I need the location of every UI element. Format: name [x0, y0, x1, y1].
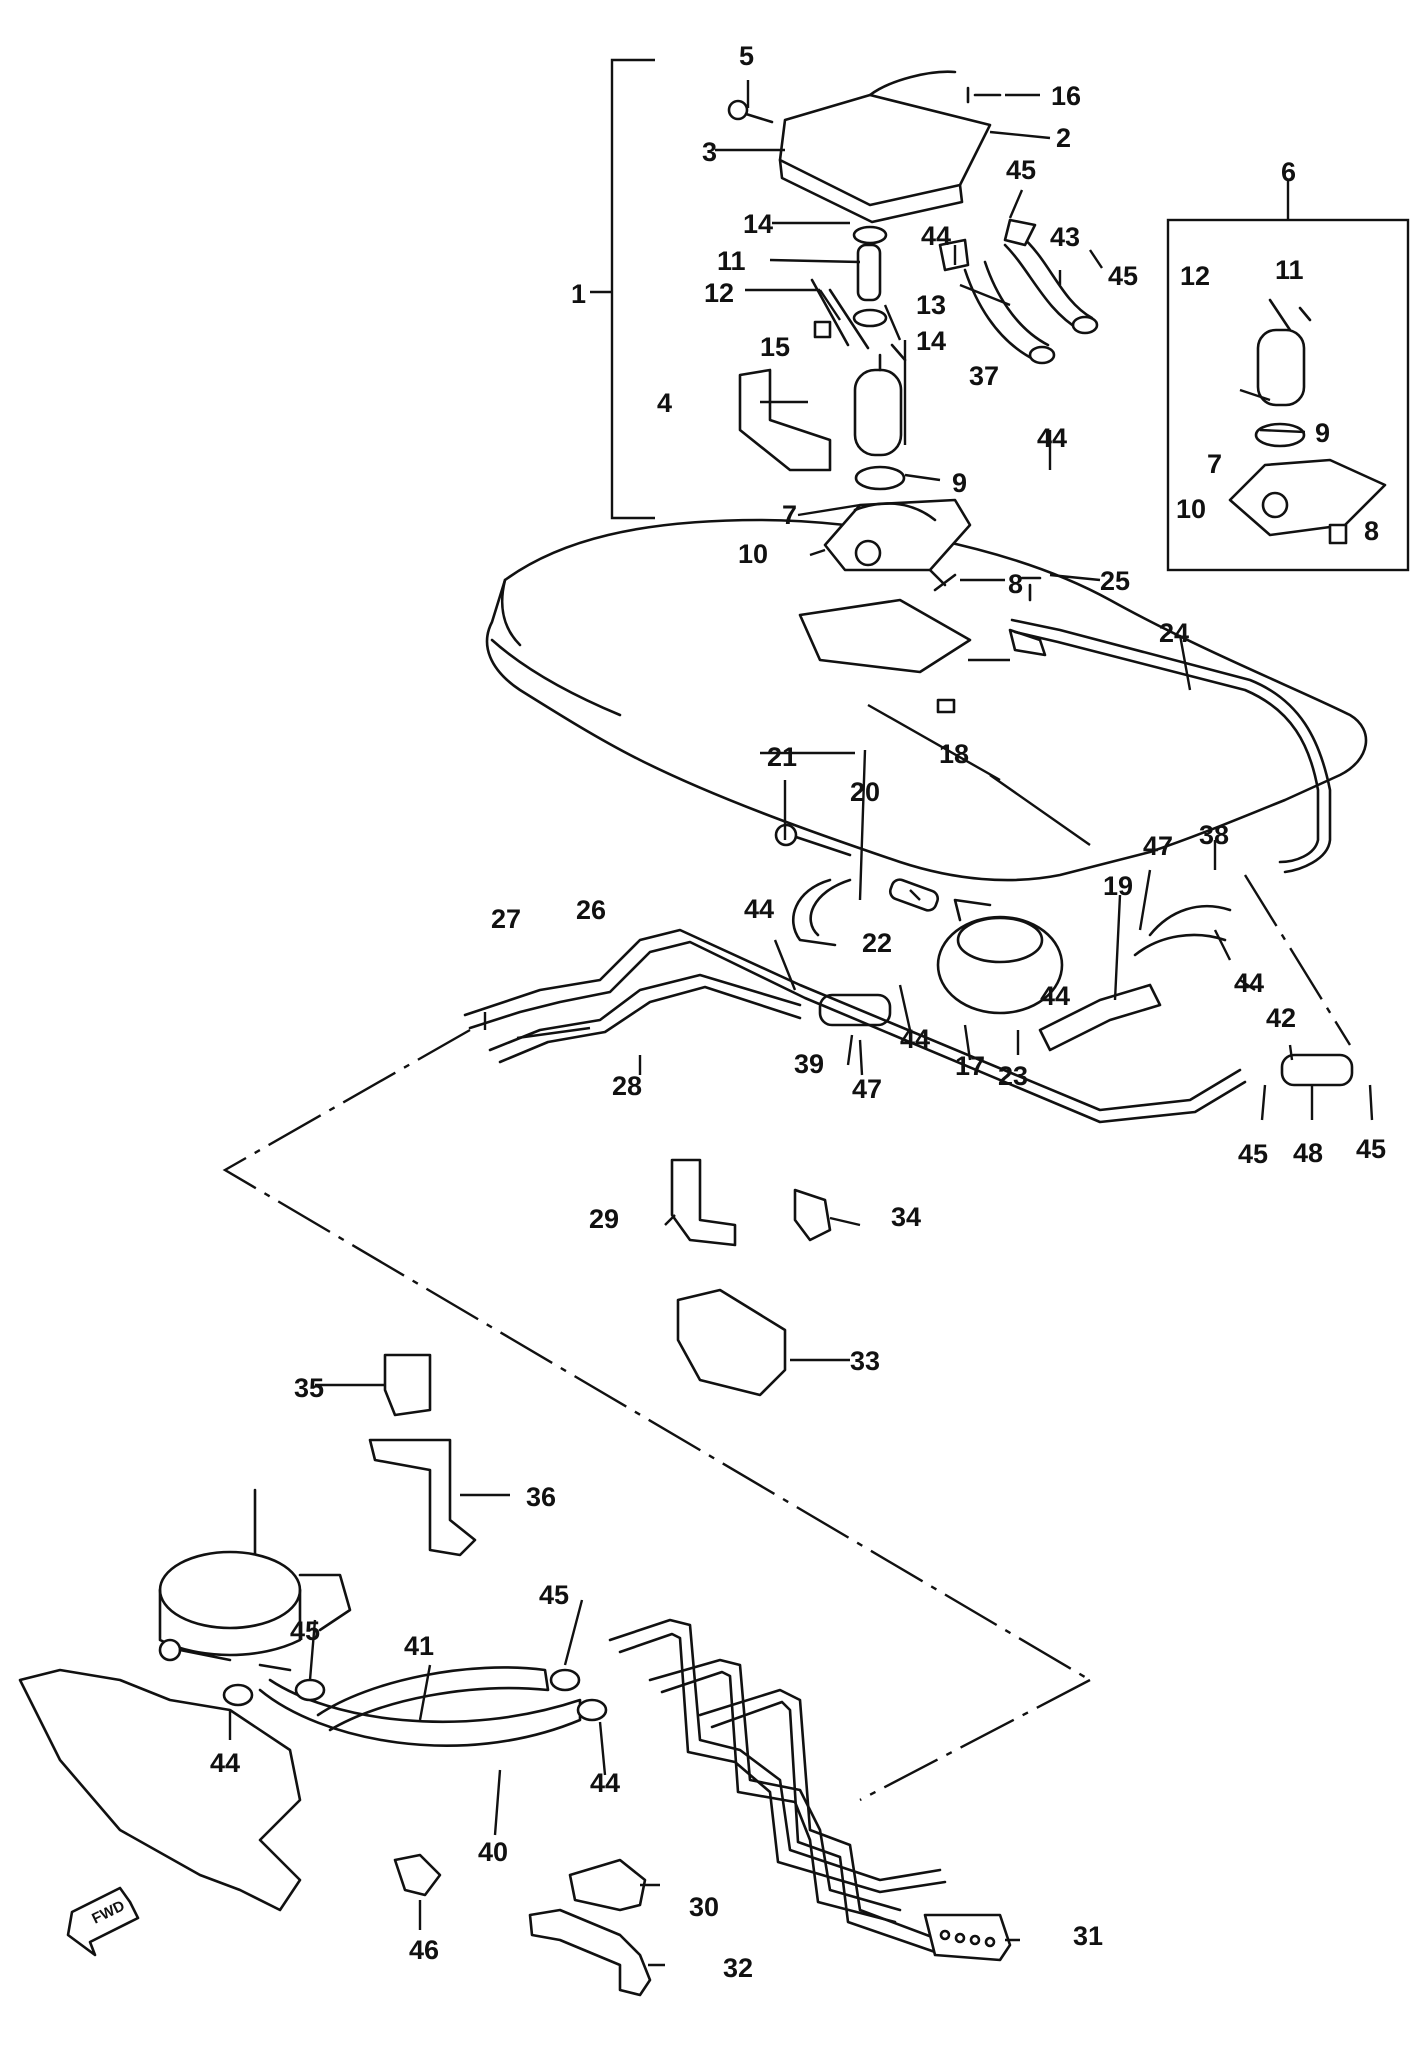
callout-label: 40 [478, 1837, 508, 1867]
callout-label: 4 [657, 388, 672, 418]
callout-label: 46 [409, 1935, 439, 1965]
callout-label: 16 [1051, 81, 1081, 111]
callout-label: 45 [539, 1580, 569, 1610]
callout-label: 44 [590, 1768, 620, 1798]
callout-label: 19 [1103, 871, 1133, 901]
callout-label: 3 [702, 137, 717, 167]
callout-label: 35 [294, 1373, 324, 1403]
callout-label: 27 [491, 904, 521, 934]
callout-label: 41 [404, 1631, 434, 1661]
callout-label: 9 [952, 468, 967, 498]
callout-label: 44 [1040, 981, 1070, 1011]
callout-label: 7 [782, 500, 797, 530]
callout-label: 23 [998, 1061, 1028, 1091]
callout-label: 15 [760, 332, 790, 362]
callout-label: 5 [739, 41, 754, 71]
callout-label: 10 [738, 539, 768, 569]
callout-label: 8 [1364, 516, 1379, 546]
callout-label: 30 [689, 1892, 719, 1922]
callout-label: 45 [1238, 1139, 1268, 1169]
callout-label: 47 [1143, 831, 1173, 861]
callout-label: 45 [1356, 1134, 1386, 1164]
callout-label: 9 [1315, 418, 1330, 448]
callout-label: 1 [571, 279, 586, 309]
callout-label: 32 [723, 1953, 753, 1983]
callout-label: 47 [852, 1074, 882, 1104]
callout-label: 45 [1108, 261, 1138, 291]
callout-label: 44 [900, 1024, 930, 1054]
callout-label: 44 [1234, 968, 1264, 998]
callout-label: 25 [1100, 566, 1130, 596]
callout-label: 24 [1159, 618, 1189, 648]
callout-label: 28 [612, 1071, 642, 1101]
callout-label: 10 [1176, 494, 1206, 524]
callout-label: 42 [1266, 1003, 1296, 1033]
callout-label: 43 [1050, 222, 1080, 252]
callout-label: 22 [862, 928, 892, 958]
callout-label: 29 [589, 1204, 619, 1234]
callout-label: 36 [526, 1482, 556, 1512]
callout-label: 37 [969, 361, 999, 391]
callout-label: 8 [1008, 569, 1023, 599]
callout-label: 14 [743, 209, 773, 239]
callout-label: 44 [210, 1748, 240, 1778]
callout-label: 21 [767, 742, 797, 772]
callout-label: 48 [1293, 1138, 1323, 1168]
callout-label: 2 [1056, 123, 1071, 153]
callout-label: 39 [794, 1049, 824, 1079]
callout-label: 34 [891, 1202, 921, 1232]
callout-label: 6 [1281, 157, 1296, 187]
callout-label: 45 [1006, 155, 1036, 185]
callout-label: 45 [290, 1616, 320, 1646]
callout-label: 13 [916, 290, 946, 320]
callout-label: 17 [955, 1051, 985, 1081]
callout-label: 38 [1199, 820, 1229, 850]
callout-label: 44 [921, 221, 951, 251]
callout-label: 44 [1037, 423, 1067, 453]
callout-labels: 1 2 3 4 5 6 7 7 8 8 9 9 10 10 11 11 12 1… [210, 41, 1386, 1983]
callout-label: 26 [576, 895, 606, 925]
callout-label: 11 [717, 246, 746, 276]
callout-label: 31 [1073, 1921, 1103, 1951]
parts-drawing [18, 58, 1410, 1997]
callout-label: 7 [1207, 449, 1222, 479]
callout-label: 12 [1180, 261, 1210, 291]
callout-label: 11 [1275, 255, 1304, 285]
callout-label: 44 [744, 894, 774, 924]
callout-label: 14 [916, 326, 946, 356]
callout-label: 12 [704, 278, 734, 308]
callout-label: 18 [939, 739, 969, 769]
callout-label: 20 [850, 777, 880, 807]
callout-label: 33 [850, 1346, 880, 1376]
